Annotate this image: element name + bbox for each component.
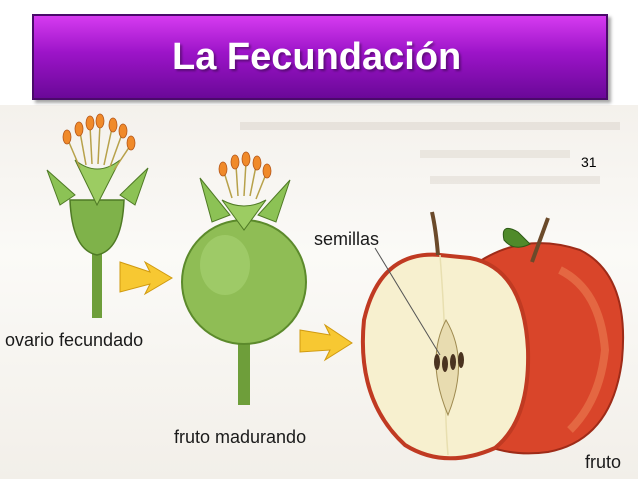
label-fruto: fruto	[585, 452, 622, 472]
apple-cross-section-icon	[360, 211, 625, 461]
label-ovario-fecundado: ovario fecundado	[5, 330, 144, 350]
slide-title: La Fecundación	[172, 35, 462, 78]
page-number: 31	[581, 154, 597, 170]
arrow-right-icon	[299, 323, 353, 362]
arrow-right-icon	[119, 260, 173, 296]
seeds-pointer-line	[374, 247, 441, 356]
label-semillas: semillas	[314, 229, 380, 249]
ripening-fruit-icon	[181, 151, 307, 405]
label-fruto-madurando: fruto madurando	[174, 427, 307, 447]
fertilized-ovary-icon	[46, 113, 149, 318]
title-banner: La Fecundación	[32, 14, 608, 100]
